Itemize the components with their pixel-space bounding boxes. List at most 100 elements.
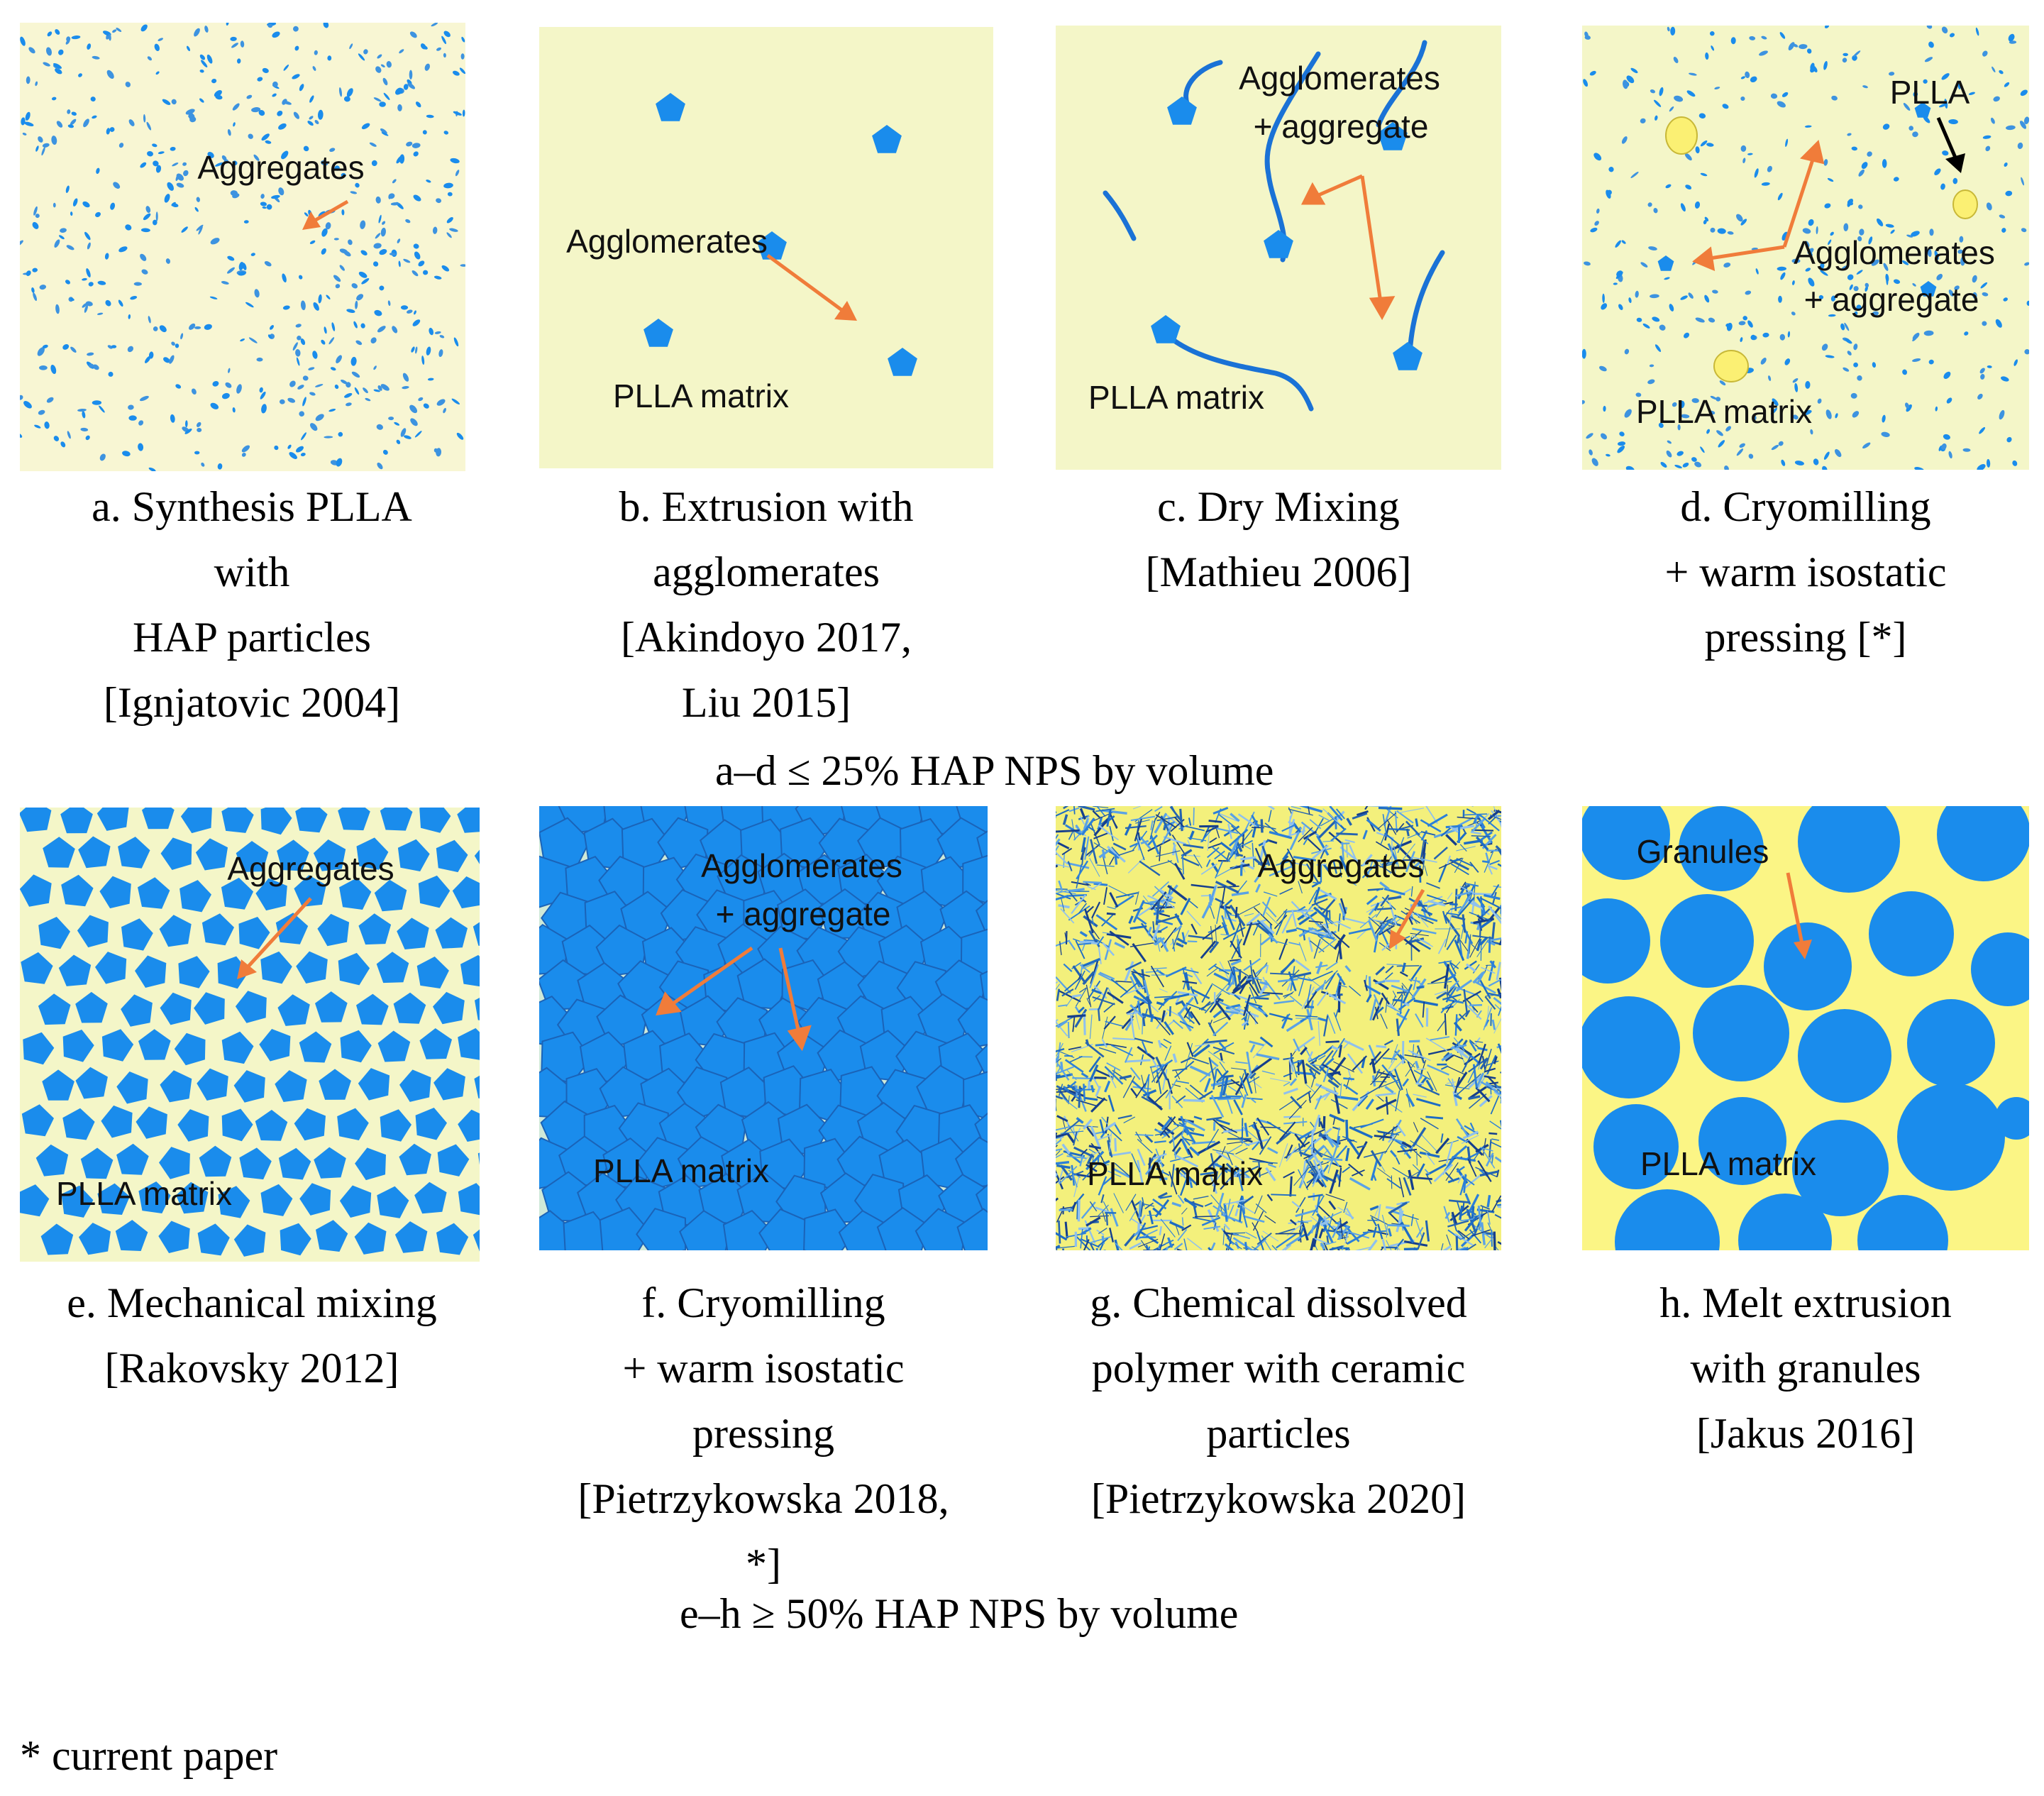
hap-particle xyxy=(2024,262,2029,266)
hap-fiber xyxy=(1267,806,1275,810)
hap-fiber xyxy=(1308,889,1318,905)
hap-fiber xyxy=(1161,896,1176,909)
hap-fiber xyxy=(1107,1071,1117,1089)
hap-fiber xyxy=(1193,808,1195,826)
hap-fiber xyxy=(1154,1017,1171,1036)
hap-particle xyxy=(328,337,335,345)
hap-fiber xyxy=(1171,844,1176,856)
hap-fiber xyxy=(1476,993,1484,1003)
hap-fiber xyxy=(1394,811,1398,830)
hap-fiber xyxy=(1166,1078,1173,1094)
hap-fiber xyxy=(1091,917,1095,926)
hap-fiber xyxy=(1188,837,1207,842)
hap-pentagon xyxy=(358,913,392,945)
hap-fiber xyxy=(1424,1169,1430,1175)
hap-fiber xyxy=(1130,815,1156,822)
hap-fiber xyxy=(1319,1121,1325,1129)
hap-particle xyxy=(154,43,160,52)
hap-fiber xyxy=(1313,939,1321,959)
hap-particle xyxy=(351,371,360,378)
hap-fiber xyxy=(1331,1162,1342,1168)
hap-fiber xyxy=(1187,940,1198,943)
hap-fiber xyxy=(1494,1213,1501,1219)
hap-pentagon xyxy=(339,878,372,910)
hap-particle xyxy=(1669,304,1674,312)
hap-fiber xyxy=(1244,1006,1259,1025)
hap-particle xyxy=(1948,119,1958,125)
hap-fiber xyxy=(1101,1116,1108,1125)
hap-fiber xyxy=(1376,905,1384,918)
hap-pentagon xyxy=(433,991,465,1025)
hap-fiber xyxy=(1357,1145,1366,1149)
hap-fiber xyxy=(1068,1169,1081,1178)
hap-fiber xyxy=(1348,1163,1364,1177)
hap-fiber xyxy=(1235,853,1244,857)
hap-particle xyxy=(1872,362,1877,368)
hap-fiber xyxy=(1392,991,1397,998)
caption-c: c. Dry Mixing [Mathieu 2006] xyxy=(1056,474,1501,605)
hap-fiber xyxy=(1226,1140,1249,1145)
hap-particle xyxy=(86,268,91,277)
hap-fiber xyxy=(1056,1152,1064,1159)
hap-fiber xyxy=(1177,1228,1188,1241)
hap-fiber xyxy=(1243,1069,1253,1094)
hap-fiber xyxy=(1142,1089,1157,1097)
hap-fiber xyxy=(1417,1232,1425,1250)
hap-fiber xyxy=(1412,1127,1427,1147)
hap-fiber xyxy=(1464,960,1477,970)
hap-fiber xyxy=(1168,900,1176,904)
hap-pentagon xyxy=(221,1031,254,1064)
hap-pentagon xyxy=(255,878,287,911)
hap-fiber xyxy=(1418,1084,1440,1096)
hap-particle xyxy=(53,202,56,208)
hap-fiber xyxy=(1129,842,1139,848)
hap-particle xyxy=(1823,451,1830,460)
hap-fiber xyxy=(1443,1052,1450,1059)
hap-particle xyxy=(1754,168,1759,178)
hap-particle xyxy=(206,54,213,64)
hap-agglomerates xyxy=(1657,102,1937,297)
hap-particle xyxy=(414,310,416,315)
hap-fiber xyxy=(1296,927,1321,936)
hap-fiber xyxy=(1254,964,1268,975)
hap-particle xyxy=(266,204,272,210)
hap-particle xyxy=(1608,167,1614,172)
hap-fiber xyxy=(1056,1020,1068,1037)
hap-fiber xyxy=(1151,881,1170,897)
hap-fiber xyxy=(1058,1221,1061,1244)
hap-fiber xyxy=(1093,882,1108,886)
hap-fiber xyxy=(1493,1056,1498,1064)
hap-fiber xyxy=(1460,1218,1475,1222)
hap-fiber xyxy=(1364,984,1381,996)
hap-particle xyxy=(1674,95,1684,102)
hap-fiber xyxy=(1317,935,1337,950)
hap-particle xyxy=(92,55,100,60)
hap-fiber xyxy=(1223,905,1227,920)
hap-fiber xyxy=(1111,847,1120,856)
hap-pentagon xyxy=(643,319,673,347)
hap-particle xyxy=(70,211,73,216)
hap-fiber xyxy=(1075,824,1083,834)
hap-particle xyxy=(1823,159,1828,166)
hap-particle xyxy=(1654,344,1662,352)
hap-particle xyxy=(371,160,377,166)
hap-fiber xyxy=(1183,1197,1198,1208)
hap-particle xyxy=(26,76,31,84)
arrow-head xyxy=(1389,930,1406,949)
hap-fiber xyxy=(1081,1148,1088,1156)
hap-fiber xyxy=(1486,1194,1491,1208)
hap-fiber xyxy=(1169,1171,1178,1195)
hap-particle xyxy=(127,346,134,353)
hap-fiber xyxy=(1369,998,1377,1021)
hap-particle xyxy=(118,299,123,307)
hap-fiber xyxy=(1291,971,1312,979)
hap-fiber xyxy=(1451,1078,1457,1097)
hap-fiber xyxy=(1172,938,1176,952)
hap-pentagon xyxy=(160,837,192,870)
hap-particle xyxy=(260,194,265,199)
hap-particle xyxy=(1665,184,1672,189)
hap-fiber xyxy=(1255,883,1261,893)
hap-particle xyxy=(1682,462,1689,468)
hap-pentagon xyxy=(872,125,902,153)
hap-pentagon xyxy=(1167,97,1197,125)
